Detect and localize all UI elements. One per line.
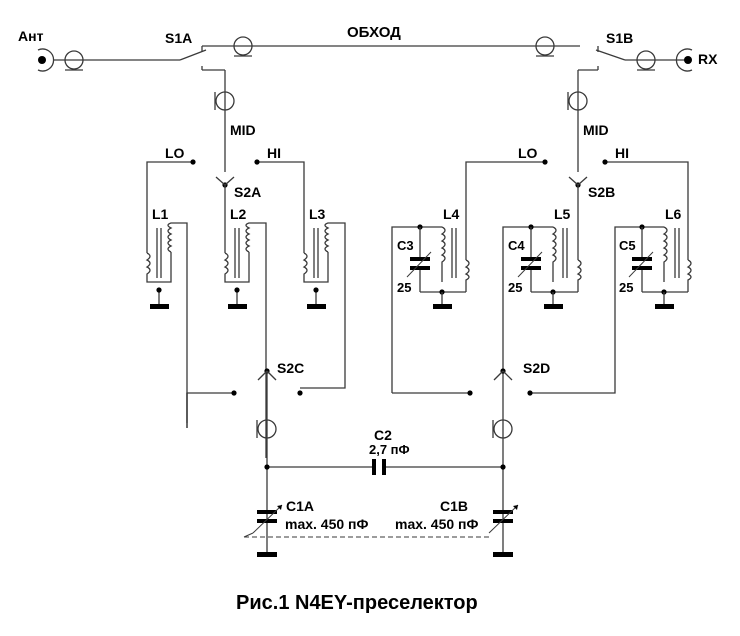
label-c4-value: 25 [508,280,522,295]
label-ant: Ант [18,28,44,44]
ground-icon [655,304,674,309]
ground-icon [228,304,247,309]
label-c3: C3 [397,238,414,253]
label-c3-value: 25 [397,280,411,295]
coil-l2 [223,222,267,458]
ground-icon [257,552,277,557]
ferrite-bead-icon [214,91,235,111]
ground-icon [150,304,169,309]
label-lo-left: LO [165,145,185,161]
tank-l4-c3 [391,224,470,393]
variable-capacitor-c1a-icon [252,504,283,557]
label-c1b: C1B [440,498,468,514]
label-l3: L3 [309,206,326,222]
label-rx: RX [698,51,718,67]
label-l4: L4 [443,206,460,222]
tank-l6-c5 [530,224,692,394]
ferrite-bead-icon [64,50,84,71]
label-c2-value: 2,7 пФ [369,442,410,457]
ground-icon [493,552,513,557]
label-lo-right: LO [518,145,538,161]
label-s2b: S2B [588,184,615,200]
label-s1a: S1A [165,30,192,46]
ferrite-bead-icon [567,91,588,111]
ferrite-bead-icon [492,419,513,439]
label-s2c: S2C [277,360,304,376]
label-mid-left: MID [230,122,256,138]
ground-icon [433,304,452,309]
label-c5-value: 25 [619,280,633,295]
label-s1b: S1B [606,30,633,46]
label-hi-left: HI [267,145,281,161]
rx-connector-icon [675,48,693,72]
label-hi-right: HI [615,145,629,161]
figure-caption: Рис.1 N4EY-преселектор [236,592,478,614]
label-l1: L1 [152,206,169,222]
ground-icon [307,304,326,309]
ground-icon [544,304,563,309]
coil-l1 [145,222,188,423]
label-c2: C2 [374,427,392,443]
coil-l3 [300,222,346,389]
ferrite-bead-icon [636,50,656,71]
label-l6: L6 [665,206,682,222]
tank-l5-c4 [502,224,582,555]
label-l5: L5 [554,206,571,222]
label-c4: C4 [508,238,525,253]
label-bypass: ОБХОД [347,24,401,41]
label-s2d: S2D [523,360,550,376]
switch-s1b-blade [595,49,626,61]
variable-capacitor-c1b-icon [488,504,519,557]
label-c1a: C1A [286,498,314,514]
label-mid-right: MID [583,122,609,138]
ferrite-bead-icon [233,36,253,57]
label-c1a-value: max. 450 пФ [285,516,369,532]
label-s2a: S2A [234,184,261,200]
ferrite-bead-icon [256,419,277,439]
label-c5: C5 [619,238,636,253]
antenna-connector-icon [37,48,55,72]
label-l2: L2 [230,206,247,222]
label-c1b-value: max. 450 пФ [395,516,479,532]
capacitor-c2-icon [372,459,376,475]
